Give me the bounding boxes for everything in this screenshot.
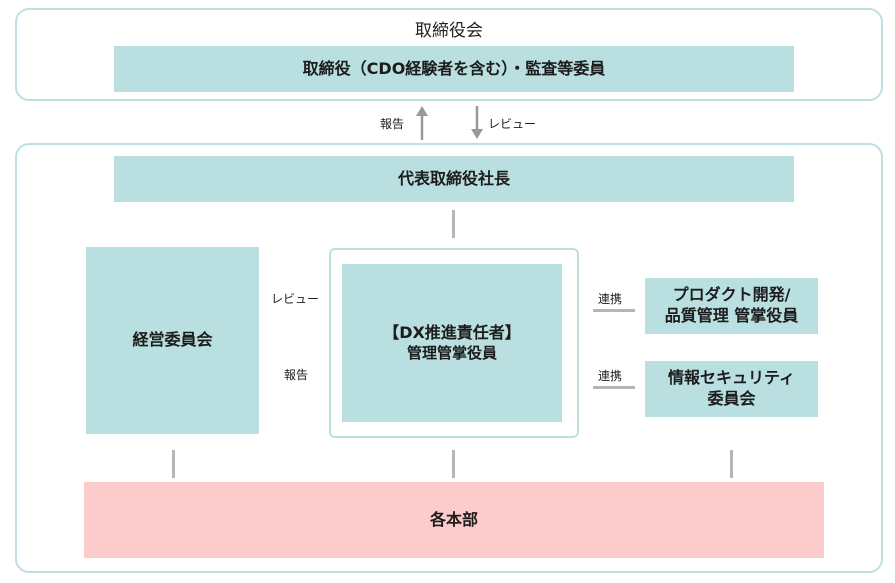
dx-subtitle: 管理管掌役員 xyxy=(406,343,497,362)
board-title: 取締役会 xyxy=(415,21,483,41)
management-committee-box: 経営委員会 xyxy=(86,247,259,434)
info-security-line2: 委員会 xyxy=(707,389,756,408)
division-connector-right xyxy=(730,450,733,478)
dx-title: 【DX推進責任者】 xyxy=(383,322,521,342)
product-dev-box: プロダクト開発/ 品質管理 管掌役員 xyxy=(645,278,818,334)
division-connector-center xyxy=(452,450,455,478)
review-down-arrow-head xyxy=(471,129,483,139)
report-up-label: 報告 xyxy=(380,117,405,131)
product-dev-line2: 品質管理 管掌役員 xyxy=(664,306,799,325)
review-right-label: レビュー xyxy=(271,292,320,306)
product-dev-line1: プロダクト開発/ xyxy=(672,285,791,305)
report-up-arrow-head xyxy=(416,106,428,116)
board-members-box: 取締役（CDO経験者を含む）・監査等委員 xyxy=(114,46,794,92)
link-label-2: 連携 xyxy=(598,369,623,383)
info-security-box: 情報セキュリティ 委員会 xyxy=(645,361,818,417)
review-down-label: レビュー xyxy=(488,117,537,131)
link-label-1: 連携 xyxy=(598,292,623,306)
president-connector xyxy=(452,210,455,238)
divisions-box: 各本部 xyxy=(84,482,824,558)
president-box: 代表取締役社長 xyxy=(114,156,794,202)
link-line-2 xyxy=(593,386,635,389)
info-security-line1: 情報セキュリティ xyxy=(667,368,796,388)
link-line-1 xyxy=(593,309,635,312)
dx-box: 【DX推進責任者】 管理管掌役員 xyxy=(342,264,562,422)
division-connector-left xyxy=(172,450,175,478)
report-left-label: 報告 xyxy=(284,368,309,382)
